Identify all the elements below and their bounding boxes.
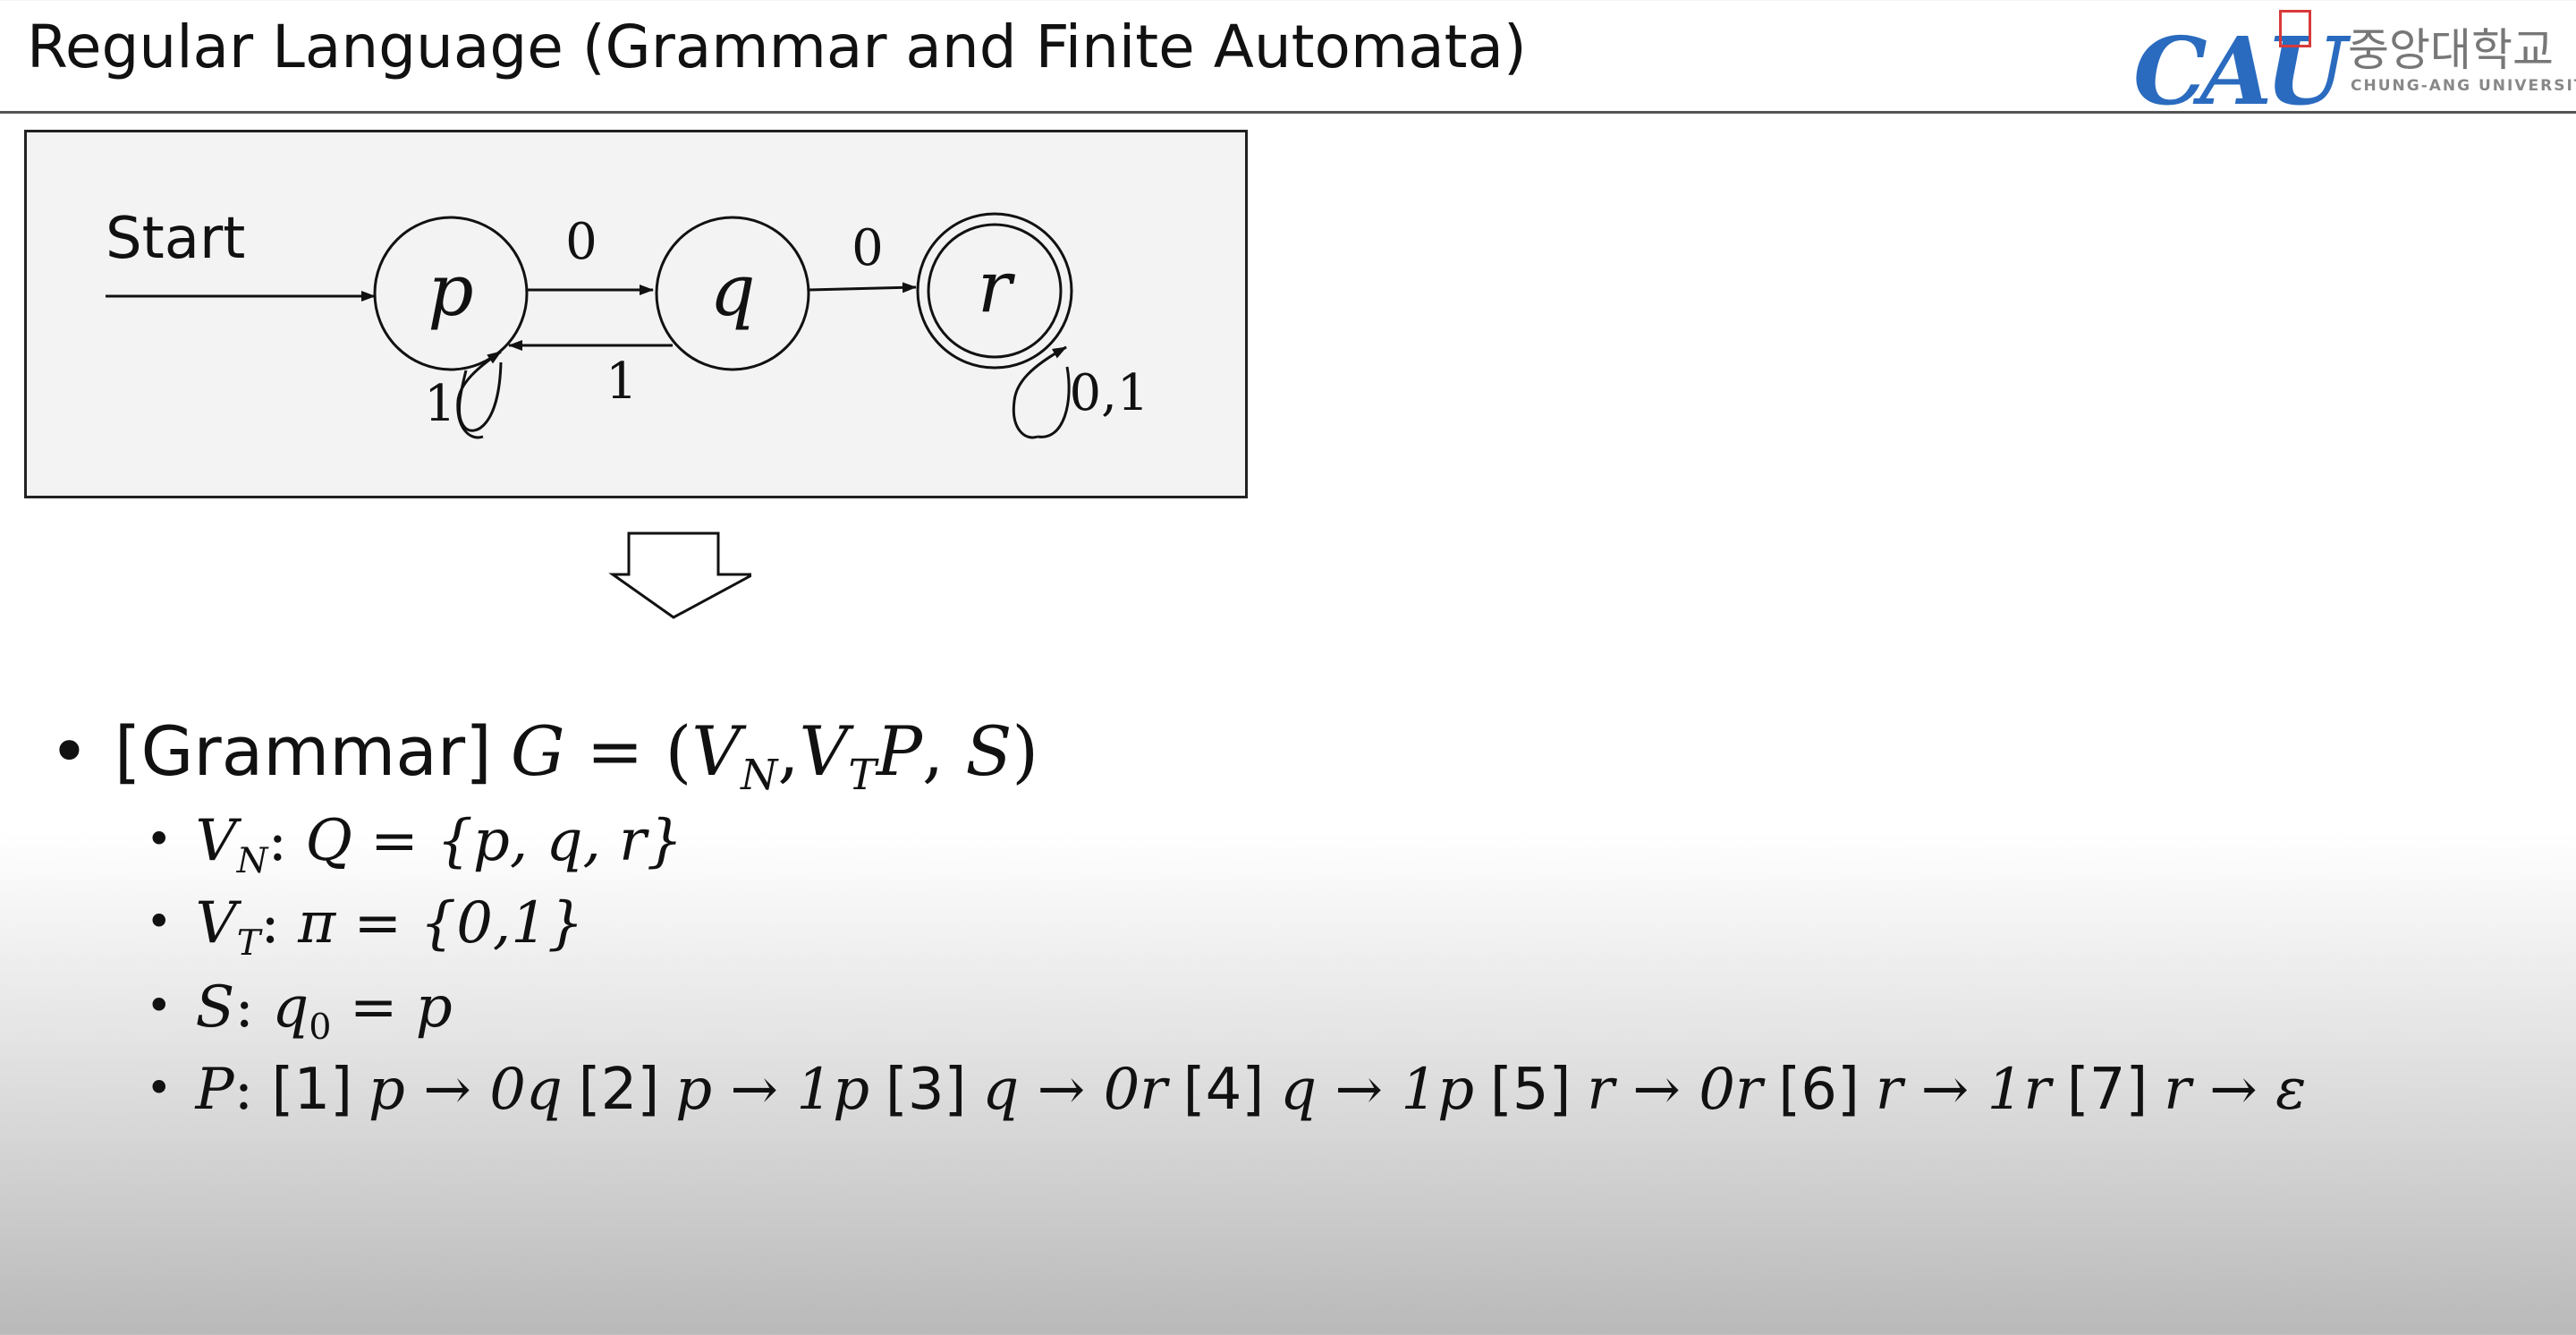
state-q-circle xyxy=(655,216,810,371)
grammar-heading: [Grammar] xyxy=(114,711,492,791)
logo-english-name: CHUNG-ANG UNIVERSITY xyxy=(2351,77,2576,95)
production-rule: [6] r → 1r xyxy=(1778,1057,2051,1123)
automaton-svg: Start p q r 0 0 1 1 0,1 xyxy=(106,206,1149,439)
logo-accent-box xyxy=(2279,10,2311,47)
vn-set: Q = {p, q, r} xyxy=(305,808,683,874)
slide-title: Regular Language (Grammar and Finite Aut… xyxy=(27,13,1527,81)
state-p-circle xyxy=(373,216,529,371)
vt-line: •VT: π = {0,1} xyxy=(146,890,584,964)
edge-q-to-r-label: 0 xyxy=(852,219,884,277)
production-rule: [3] q → 0r xyxy=(885,1057,1167,1123)
edge-p-self-loop-arrow xyxy=(456,350,502,439)
production-rule: [7] r → ε xyxy=(2066,1057,2307,1123)
vn-line: •VN: Q = {p, q, r} xyxy=(146,808,683,881)
s-line: •S: q0 = p xyxy=(146,974,453,1048)
down-arrow-icon xyxy=(608,531,751,619)
automaton-diagram: Start p q r 0 0 1 1 0,1 xyxy=(24,130,1248,498)
edge-p-to-q-label: 0 xyxy=(565,213,597,271)
state-r-label: r xyxy=(978,245,1016,328)
state-r-outer-circle xyxy=(916,212,1073,370)
state-r-inner-circle xyxy=(927,223,1063,359)
state-q-label: q xyxy=(709,249,755,332)
grammar-tuple-g: G xyxy=(510,711,565,791)
production-rule: [2] p → 1p xyxy=(578,1057,870,1123)
grammar-heading-line: •[Grammar] G = (VN,VTP, S) xyxy=(49,711,1039,801)
production-rule: [5] r → 0r xyxy=(1489,1057,1763,1123)
university-logo: CAU 중앙대학교 CHUNG-ANG UNIVERSITY xyxy=(2133,7,2576,126)
edge-r-self-loop-label: 0,1 xyxy=(1069,364,1148,422)
edge-q-to-p-label: 1 xyxy=(606,353,638,411)
start-label: Start xyxy=(106,206,245,272)
vt-set: π = {0,1} xyxy=(298,890,584,957)
production-rule: [1] p → 0q xyxy=(271,1057,563,1123)
edge-r-self-loop-back xyxy=(1037,366,1071,438)
header-divider xyxy=(0,111,2576,114)
state-p-label: p xyxy=(428,249,473,332)
edge-r-self-loop xyxy=(1012,345,1067,439)
edge-p-self-loop-label: 1 xyxy=(424,375,456,433)
edge-q-to-r xyxy=(808,282,917,293)
productions-line: •P: [1] p → 0q [2] p → 1p [3] q → 0r [4]… xyxy=(146,1057,2307,1123)
edge-p-self-loop xyxy=(458,361,503,432)
logo-korean-name: 중앙대학교 xyxy=(2348,24,2554,76)
production-rule: [4] q → 1p xyxy=(1182,1057,1475,1123)
